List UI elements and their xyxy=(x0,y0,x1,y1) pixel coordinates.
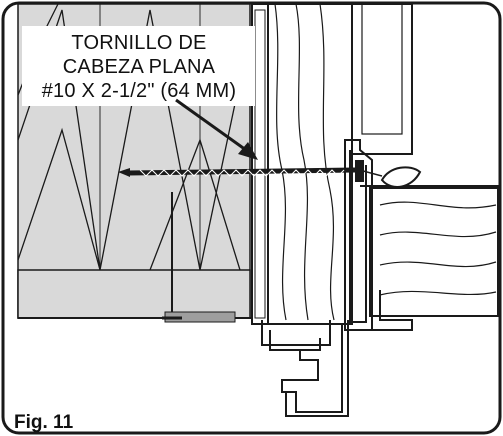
figure-caption: Fig. 11 xyxy=(14,412,74,433)
door-slab xyxy=(351,3,500,317)
frame-profile xyxy=(261,139,413,417)
callout-line-2: CABEZA PLANA xyxy=(63,56,216,78)
wood-jamb xyxy=(251,3,353,325)
callout-box xyxy=(22,26,255,106)
callout-line-1: TORNILLO DE xyxy=(71,32,206,54)
callout: TORNILLO DE CABEZA PLANA #10 X 2-1/2" (6… xyxy=(22,26,255,106)
callout-line-3: #10 X 2-1/2" (64 MM) xyxy=(42,80,237,102)
flat-head-screw xyxy=(118,160,364,182)
leader-arrow xyxy=(175,98,258,160)
